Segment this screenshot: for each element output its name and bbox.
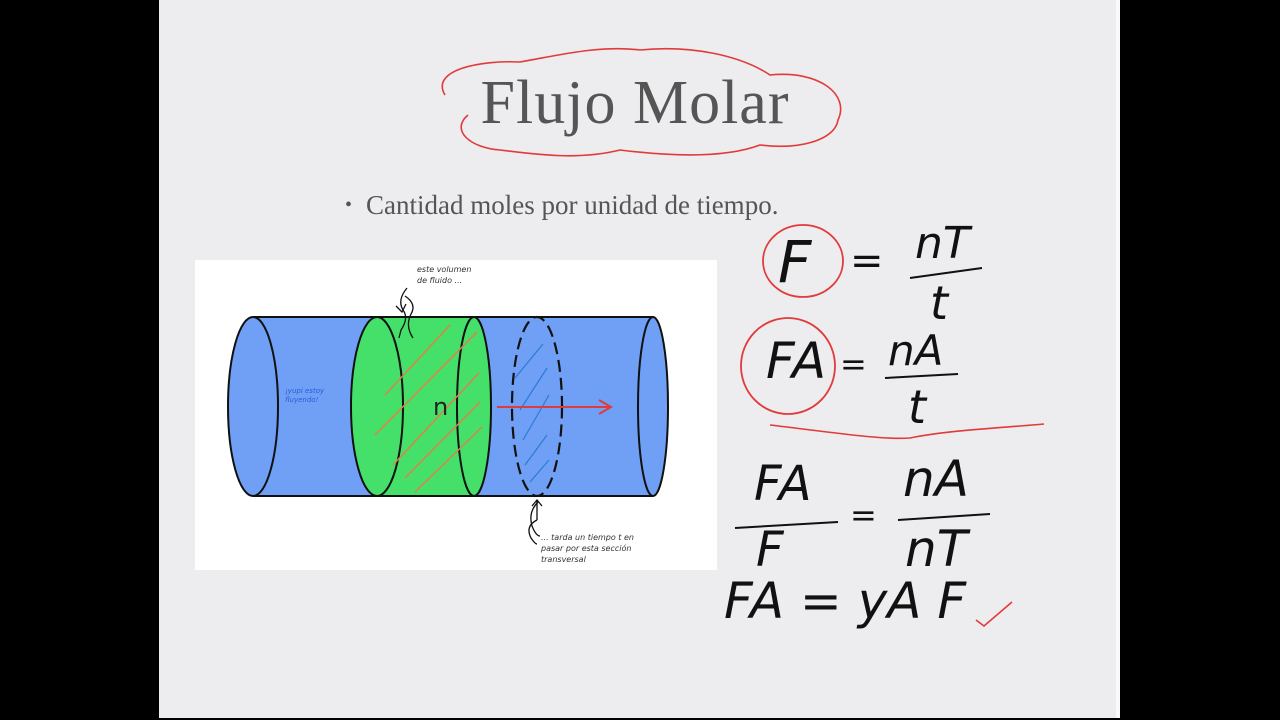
eq1-den: t (930, 276, 949, 330)
eq2-num: nA (888, 326, 944, 375)
bullet-text: Cantidad moles por unidad de tiempo. (366, 190, 779, 220)
bullet-item: • Cantidad moles por unidad de tiempo. (345, 190, 778, 221)
bullet-icon: • (345, 194, 353, 216)
eq3-lhs-num: FA (754, 456, 812, 512)
label-bottom: ... tarda un tiempo t en pasar por esta … (541, 533, 634, 564)
slide-title: Flujo Molar (480, 69, 790, 137)
eq4: FA = yA F (724, 572, 967, 630)
pipe-left-end (227, 316, 279, 497)
eq2-den: t (908, 380, 927, 434)
eq3-lhs-den: F (756, 522, 784, 578)
eq3-den: nT (905, 520, 968, 578)
eq1-equals: = (850, 238, 884, 284)
label-inside: ¡yupi estoy fluyendo! (285, 387, 325, 404)
pipe-diagram: n este volumen de fluido ... ... tarda u… (195, 260, 717, 570)
slide-edge (1116, 0, 1120, 718)
eq3-equals: = (850, 496, 877, 534)
volume-symbol: n (433, 393, 448, 421)
eq1-num: nT (915, 218, 970, 269)
eq3-num: nA (903, 450, 969, 508)
eq1-lhs: F (778, 228, 812, 296)
label-top: este volumen de fluido ... (417, 265, 472, 285)
flow-arrow (497, 399, 613, 415)
eq2-lhs: FA (766, 332, 827, 390)
eq2-equals: = (840, 345, 867, 383)
pipe-right-end (637, 316, 669, 497)
